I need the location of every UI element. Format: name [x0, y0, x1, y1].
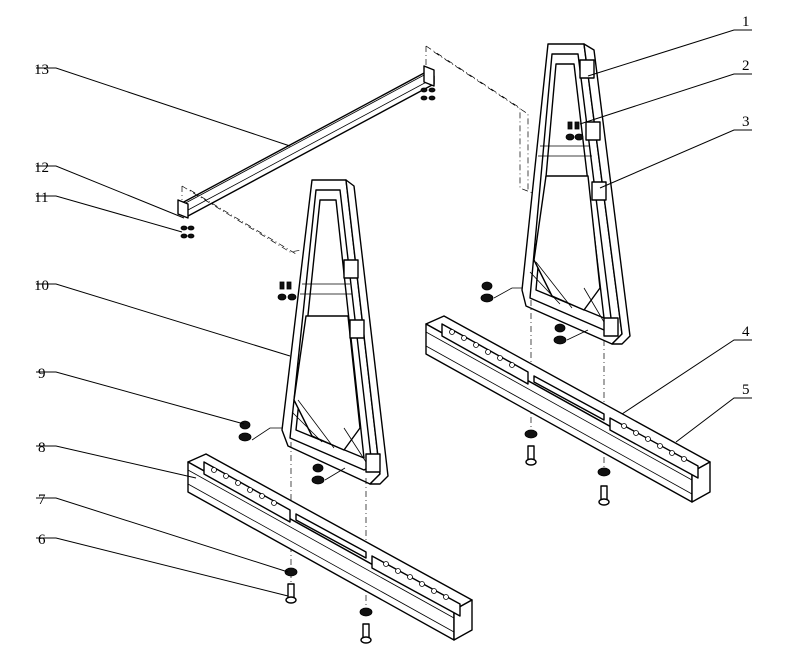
- callout-12: 12: [34, 160, 49, 176]
- projection-line: [181, 185, 303, 255]
- frame-bolts-left: [277, 281, 297, 301]
- callout-labels: 1 2 3 4 5 6 7 8 9 10 11 12 13: [34, 14, 750, 548]
- right-a-frame: [521, 43, 631, 345]
- callout-2: 2: [742, 58, 750, 74]
- callout-5: 5: [742, 382, 750, 398]
- callout-9: 9: [38, 366, 46, 382]
- callout-11: 11: [34, 190, 48, 206]
- nut-washer-right-lower: [553, 323, 589, 345]
- nut-washer-left-lower: [311, 463, 346, 485]
- callout-4: 4: [742, 324, 750, 340]
- bottom-bolt-3: [524, 429, 538, 466]
- left-base-rail: [187, 453, 473, 641]
- callout-8: 8: [38, 440, 46, 456]
- callout-7: 7: [38, 492, 46, 508]
- frame-bolts-right: [565, 121, 584, 141]
- left-a-frame: [281, 179, 389, 485]
- right-base-rail: [425, 315, 711, 503]
- projection-line: [425, 45, 541, 197]
- beam-bolts-left: [180, 225, 195, 239]
- nut-washer-left-upper: [238, 420, 282, 442]
- nut-washer-right-upper: [480, 281, 522, 303]
- callout-1: 1: [742, 14, 750, 30]
- callout-10: 10: [34, 278, 49, 294]
- top-cross-beam: [177, 65, 435, 219]
- callout-6: 6: [38, 532, 46, 548]
- callout-3: 3: [742, 114, 750, 130]
- bottom-bolt-2: [359, 607, 373, 644]
- bottom-bolt-1: [284, 567, 298, 604]
- leader-lines: [36, 29, 752, 597]
- beam-bolts-right: [420, 87, 436, 101]
- bottom-bolt-4: [597, 467, 611, 506]
- callout-13: 13: [34, 62, 49, 78]
